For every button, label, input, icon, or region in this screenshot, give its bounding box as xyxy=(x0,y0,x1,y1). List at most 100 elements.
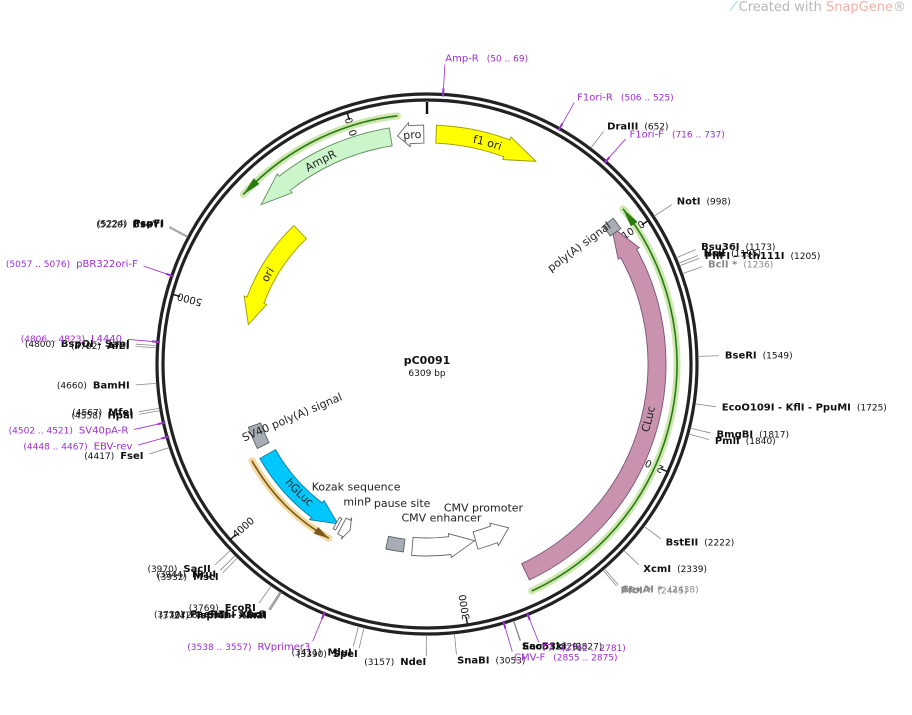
feature-hgluc[interactable] xyxy=(259,449,339,525)
orf-arrowhead xyxy=(623,208,638,227)
site-leader xyxy=(135,343,157,346)
primer-mark xyxy=(157,421,166,426)
feature-label-pause-site: pause site xyxy=(374,497,431,510)
orf-arrowhead xyxy=(313,526,329,539)
primer-leader xyxy=(143,265,167,275)
tick-mark xyxy=(660,467,668,473)
feature-cmv-promoter[interactable] xyxy=(472,522,510,550)
site-xcmi[interactable]: XcmI(2339) xyxy=(643,564,707,575)
site-pfoi[interactable]: PfoI *(2445) xyxy=(620,586,687,597)
site-ecoo109i-kfli-ppumi[interactable]: EcoO109I - KflI - PpuMI(1725) xyxy=(722,403,887,414)
site-pspfi[interactable]: (5224)PspFI xyxy=(97,219,164,230)
snapgene-logo-icon: ⁄ xyxy=(732,0,735,15)
tick-label: 5000 xyxy=(176,290,203,307)
primer-cmv-f[interactable]: CMV-F(2855 .. 2875) xyxy=(514,652,618,663)
primer-mark xyxy=(603,156,611,164)
site-leader xyxy=(602,569,617,587)
primer-l4440[interactable]: (4806 .. 4823)L4440 xyxy=(21,334,122,345)
tick-label: 4000 xyxy=(231,516,257,541)
site-leader xyxy=(258,585,272,604)
orf-line xyxy=(242,115,398,196)
feature-label-sv40-poly-a-signal: SV40 poly(A) signal xyxy=(240,390,344,444)
site-pmli[interactable]: PmlI(1840) xyxy=(715,436,776,447)
site-hpai[interactable]: (4558)HpaI xyxy=(72,410,134,421)
orf-arrows xyxy=(239,112,681,595)
plasmid-name: pC0091 xyxy=(404,354,451,367)
feature-pause-site[interactable] xyxy=(385,535,406,553)
site-leader xyxy=(690,427,711,434)
primer-f1ori-r[interactable]: F1ori-R(506 .. 525) xyxy=(577,92,674,103)
feature-f1-ori[interactable] xyxy=(435,124,538,162)
feature-ampr[interactable] xyxy=(260,127,393,206)
feature-sv40-poly-a-signal[interactable] xyxy=(247,422,270,449)
primer-f1ori-f[interactable]: F1ori-F(716 .. 737) xyxy=(629,130,724,141)
site-afei[interactable]: (4792)AfeI xyxy=(71,341,130,352)
site-draiii[interactable]: DraIII(652) xyxy=(607,122,668,133)
tick-mark xyxy=(173,293,181,298)
site-bseri[interactable]: BseRI(1549) xyxy=(725,351,793,362)
feature-cluc[interactable] xyxy=(521,225,667,581)
site-leader xyxy=(352,626,359,647)
site-bspqi-sapi[interactable]: (4800)BspQI - SapI xyxy=(25,339,130,350)
site-ndei[interactable]: (3157)NdeI xyxy=(364,657,426,668)
backbone-inner-strand xyxy=(161,98,693,630)
site-leader xyxy=(220,555,236,571)
primer-mark xyxy=(160,435,170,440)
site-leader xyxy=(623,550,640,566)
site-bseyi[interactable]: (5220)BseYI xyxy=(96,220,163,231)
site-sexai[interactable]: SexAI *(2438) xyxy=(622,584,699,595)
site-leader xyxy=(135,382,157,386)
primer-mark xyxy=(151,340,160,344)
site-bsteii[interactable]: BstEII(2222) xyxy=(666,537,735,548)
primer-sv40pa-r[interactable]: (4502 .. 4521)SV40pA-R xyxy=(9,426,129,437)
tick-mark xyxy=(346,113,351,121)
site-leader xyxy=(358,627,365,649)
site-bsu36i[interactable]: Bsu36I(1173) xyxy=(701,242,775,253)
site-mlui[interactable]: (3411)MluI xyxy=(292,647,352,658)
site-spei[interactable]: (3390)SpeI xyxy=(297,649,358,660)
site-snabi[interactable]: SnaBI(3053) xyxy=(457,655,525,666)
site-sacii[interactable]: (3970)SacII xyxy=(147,564,210,575)
site-nrui[interactable]: (3944)NruI xyxy=(156,570,216,581)
site-paer7i-xhoi[interactable]: (3730)PaeR7I - XhoI xyxy=(154,609,265,620)
site-pflfi-tth111i[interactable]: PflFI - Tth111I(1205) xyxy=(705,251,821,262)
feature-kozak-sequence[interactable] xyxy=(332,516,343,531)
primer-leader xyxy=(609,138,626,158)
primer-rvprimer3[interactable]: (3538 .. 3557)RVprimer3 xyxy=(187,642,310,653)
tick-label: 3000 xyxy=(458,594,473,621)
feature-cmv-enhancer[interactable] xyxy=(411,533,476,559)
feature-ori[interactable] xyxy=(243,224,308,326)
site-saci[interactable]: SacI(2829) xyxy=(522,641,582,652)
site-tspmi-xmai[interactable]: (3724)TspMI - XmaI xyxy=(159,610,267,621)
site-leader xyxy=(168,227,188,238)
site-leader xyxy=(679,257,700,267)
tick-mark xyxy=(230,533,237,540)
feature-ampr-promoter[interactable] xyxy=(396,121,425,148)
feature-label-kozak-sequence: Kozak sequence xyxy=(312,480,401,493)
site-smai-srfi[interactable]: (3726)SmaI - SrfI xyxy=(171,610,266,621)
site-ecori[interactable]: (3769)EcoRI xyxy=(189,603,256,614)
site-nsii[interactable]: NsiI(1195) xyxy=(704,248,761,259)
primer-leader xyxy=(505,628,513,652)
feature-poly-a-signal[interactable] xyxy=(602,217,622,237)
site-msci[interactable]: (3932)MscI xyxy=(157,572,219,583)
site-bmgbi[interactable]: BmgBI(1817) xyxy=(717,429,789,440)
site-bamhi[interactable]: (4660)BamHI xyxy=(57,380,130,391)
site-leader xyxy=(604,568,619,586)
site-eco53ki[interactable]: Eco53kI(2827) xyxy=(522,641,602,652)
primer-t7[interactable]: T7(2762 .. 2781) xyxy=(540,643,626,654)
primer-pbr322ori-f[interactable]: (5057 .. 5076)pBR322ori-F xyxy=(6,259,138,270)
feature-minp[interactable] xyxy=(337,517,353,540)
site-fsei[interactable]: (4417)FseI xyxy=(84,451,143,462)
primer-amp-r[interactable]: Amp-R(50 .. 69) xyxy=(445,54,528,65)
site-leader xyxy=(682,266,703,275)
site-noti[interactable]: NotI(998) xyxy=(677,196,731,207)
primer-ebv-rev[interactable]: (4448 .. 4467)EBV-rev xyxy=(23,442,132,453)
backbone xyxy=(155,92,699,636)
site-leader xyxy=(269,592,282,611)
primer-leader xyxy=(138,438,162,446)
site-bcli[interactable]: BclI *(1236) xyxy=(708,260,773,271)
site-mfei[interactable]: (4567)MfeI xyxy=(72,408,133,419)
primer-mark xyxy=(525,612,531,621)
